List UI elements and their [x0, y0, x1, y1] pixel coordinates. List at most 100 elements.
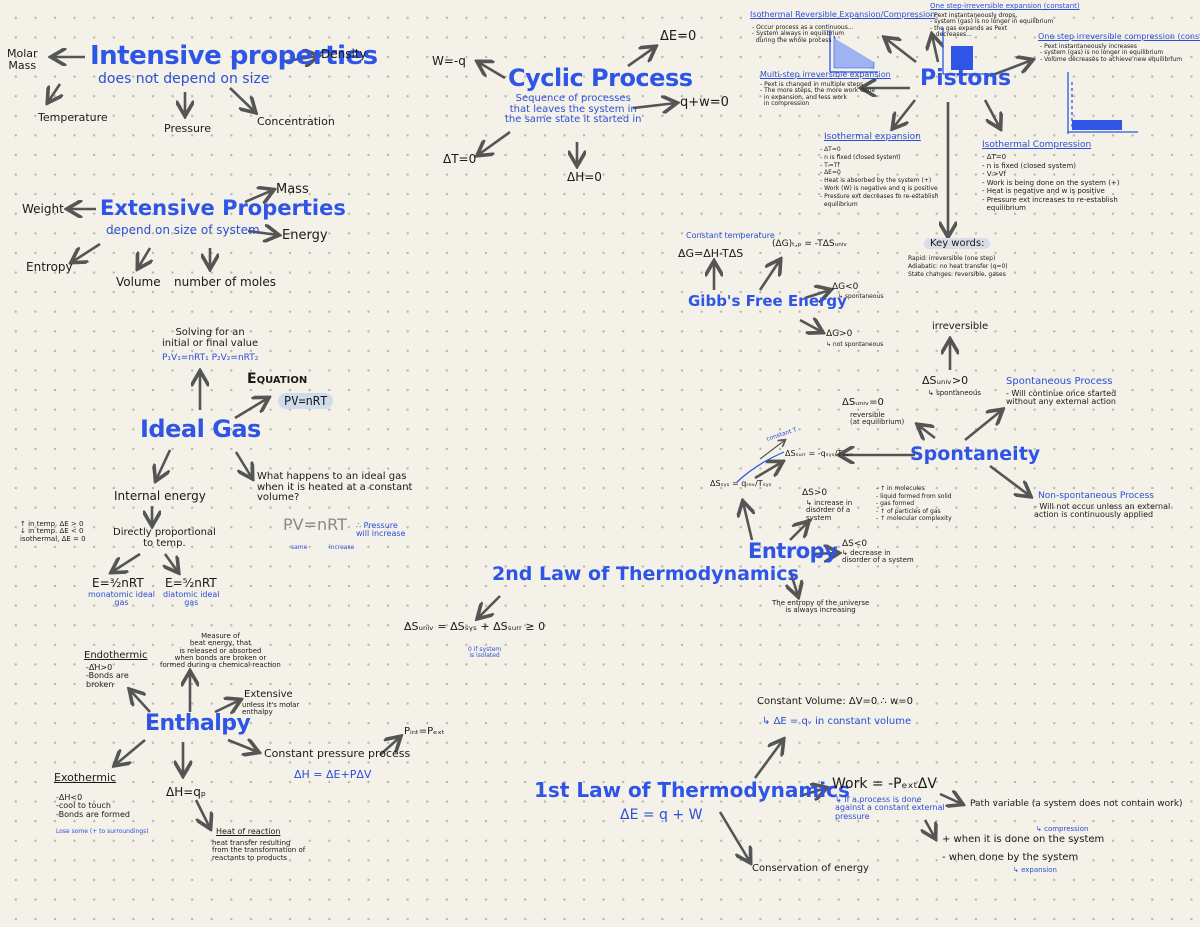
compression-note: ↳ compression: [1036, 825, 1089, 833]
constant-pressure: Constant pressure process: [264, 747, 411, 760]
heat-of-reaction-note: heat transfer resulting from the transfo…: [212, 839, 306, 862]
extensive-subtitle: depend on size of system: [106, 223, 260, 237]
entropy-title: Entropy: [748, 539, 838, 563]
endothermic-title: Endothermic: [84, 650, 148, 661]
iso-comp-title: Isothermal Compression: [982, 140, 1092, 150]
ideal-increase: increase: [329, 544, 355, 551]
internal-energy: Internal energy: [114, 489, 206, 503]
temp-notes: ↑ in temp. ΔE > 0 ↓ in temp. ΔE < 0 isot…: [20, 520, 86, 543]
cyclic-dh: ΔH=0: [567, 170, 602, 184]
spont-process-title: Spontaneous Process: [1006, 376, 1113, 387]
entropy-neg: ΔS<0: [842, 539, 868, 549]
second-law-eq: ΔSᵤₙᵢᵥ = ΔSₛᵧₛ + ΔSₛᵤᵣᵣ ≥ 0: [404, 620, 546, 633]
nonspont-list: - Will not occur unless an external acti…: [1034, 502, 1171, 520]
entropy-pos-note: ↳ increase in disorder of a system: [806, 499, 853, 522]
gibbs-eq2: (ΔG)ₜ,ₚ = -TΔSᵤₙᵢᵥ: [772, 239, 848, 249]
first-law-title: 1st Law of Thermodynamics: [534, 778, 850, 802]
gibbs-const-temp: Constant temperature: [686, 231, 775, 240]
suniv-zero: ΔSᵤₙᵢᵥ=0: [842, 397, 884, 408]
piston-multi-list: - Pext is changed in multiple steps - Th…: [760, 81, 876, 107]
ideal-pv: PV=nRT: [283, 515, 347, 534]
cyclic-desc: Sequence of processes that leaves the sy…: [505, 93, 642, 125]
ideal-pv-note: ∴ Pressure will increase: [356, 521, 406, 539]
work-eq: Work = -PₑₓₜΔV: [832, 776, 937, 792]
constant-pressure-eq: ΔH = ΔE+PΔV: [294, 768, 372, 781]
piston-rev-list: - Occur process as a continuous... - Sys…: [752, 24, 854, 44]
exothermic-list: -ΔH<0 -cool to touch -Bonds are formed: [56, 793, 130, 819]
spont-process-list: - Will continue once started without any…: [1006, 389, 1117, 407]
ideal-question: What happens to an ideal gas when it is …: [257, 471, 413, 503]
enthalpy-measure: Measure of heat energy, that is released…: [160, 632, 281, 670]
piston-irr-exp-list: - Pext instantaneously drops, - system (…: [930, 12, 1054, 38]
cyclic-dt: ΔT=0: [443, 152, 477, 166]
molar-mass: Molar Mass: [7, 47, 38, 72]
energy: Energy: [282, 228, 328, 243]
number-of-moles: number of moles: [174, 275, 277, 289]
mono-label: monatomic ideal gas: [88, 590, 155, 608]
pistons-title: Pistons: [920, 66, 1012, 91]
density: Density: [321, 47, 367, 61]
piston-irr-exp-title: One step-irreversible expansion (constan…: [930, 2, 1080, 10]
piston-irr-comp-list: - Pext instantaneously increases - syste…: [1040, 43, 1183, 63]
done-by: - when done by the system: [942, 852, 1079, 863]
di-label: diatomic ideal gas: [163, 590, 220, 608]
exothermic-note: Lose some (+ to surroundings): [56, 828, 149, 835]
path-variable: Path variable (a system does not contain…: [970, 799, 1183, 809]
exothermic-title: Exothermic: [54, 771, 117, 784]
entropy-pos: ΔS>0: [802, 488, 828, 498]
weight: Weight: [22, 202, 64, 216]
gibbs-pos: ΔG>0: [826, 329, 853, 339]
graph-irreversible-compression: [1067, 72, 1138, 134]
ssys-eq: ΔSₛᵧₛ = qᵣₑᵥ/Tₛᵧₛ: [710, 479, 772, 488]
constant-volume-eq: ↳ ΔE = qᵥ in constant volume: [762, 716, 912, 727]
mass: Mass: [276, 182, 309, 197]
extensive-title: Extensive Properties: [100, 196, 346, 220]
enthalpy-extensive-note: unless it's molar enthalpy: [242, 701, 300, 717]
volume: Volume: [116, 275, 161, 289]
piston-irr-comp-title: One step irreversible compression (const…: [1038, 32, 1200, 41]
expansion-note: ↳ expansion: [1013, 866, 1057, 874]
entropy-neg-note: ↳ decrease in disorder of a system: [842, 549, 914, 565]
second-law-note: 0 if system is isolated: [468, 646, 502, 660]
second-law-title: 2nd Law of Thermodynamics: [492, 563, 799, 585]
enthalpy-dh: ΔH=qₚ: [166, 785, 207, 799]
first-law-eq: ΔE = q + W: [620, 807, 703, 823]
piston-multi-title: Multi-step irreversible expansion: [760, 70, 891, 79]
entropy-ext: Entropy: [26, 260, 73, 274]
ideal-solving: Solving for an initial or final value: [162, 327, 259, 349]
work-note: ↳ If a process is done against a constan…: [835, 795, 945, 821]
pint-pext: Pᵢₙₜ=Pₑₓₜ: [404, 726, 445, 737]
equation-label: Equation: [247, 371, 308, 387]
di-eq: E=⁵⁄₂nRT: [165, 576, 217, 590]
done-on: + when it is done on the system: [942, 834, 1105, 845]
intensive-subtitle: does not depend on size: [98, 71, 270, 87]
iso-exp-list: - ΔT=0 - n is fixed (closed system) - Tᵢ…: [820, 146, 939, 208]
iso-exp-title: Isothermal expansion: [824, 132, 921, 142]
cyclic-w: W=-q: [432, 54, 466, 68]
enthalpy-extensive: Extensive: [244, 689, 293, 700]
spontaneity-title: Spontaneity: [910, 443, 1041, 465]
gibbs-neg-note: ↳ spontaneous: [838, 293, 884, 300]
ssurr-eq: ΔSₛᵤᵣᵣ = -qₛᵧₛ/Tₛᵤᵣᵣ: [785, 449, 853, 458]
cyclic-de: ΔE=0: [660, 29, 697, 44]
key-words-title: Key words:: [924, 238, 991, 249]
ideal-same: same: [291, 544, 308, 551]
pressure: Pressure: [164, 122, 211, 135]
gibbs-neg: ΔG<0: [832, 282, 859, 292]
ideal-gas-title: Ideal Gas: [140, 415, 261, 443]
mono-eq: E=³⁄₂nRT: [92, 576, 144, 590]
intensive-title: Intensive properties: [90, 41, 378, 71]
equation-pill: PV=nRT: [278, 393, 334, 409]
entropy-universe: The entropy of the universe is always in…: [772, 599, 870, 615]
directly-proportional: Directly proportional to temp.: [113, 527, 216, 549]
heat-of-reaction-title: Heat of reaction: [216, 827, 281, 836]
iso-comp-list: - ΔT=0 - n is fixed (closed system) - Vᵢ…: [982, 153, 1120, 213]
gibbs-eq: ΔG=ΔH-TΔS: [678, 247, 744, 260]
cyclic-title: Cyclic Process: [508, 64, 693, 92]
suniv-zero-note: reversible (at equilibrium): [850, 411, 905, 427]
enthalpy-title: Enthalpy: [145, 711, 251, 736]
ideal-solving-eq: P₁V₁=nRT₁ P₂V₂=nRT₂: [162, 353, 259, 363]
cyclic-qw: q+w=0: [680, 95, 729, 110]
constant-volume: Constant Volume: ΔV=0 ∴ w=0: [757, 696, 913, 707]
suniv-pos: ΔSᵤₙᵢᵥ>0: [922, 374, 969, 387]
